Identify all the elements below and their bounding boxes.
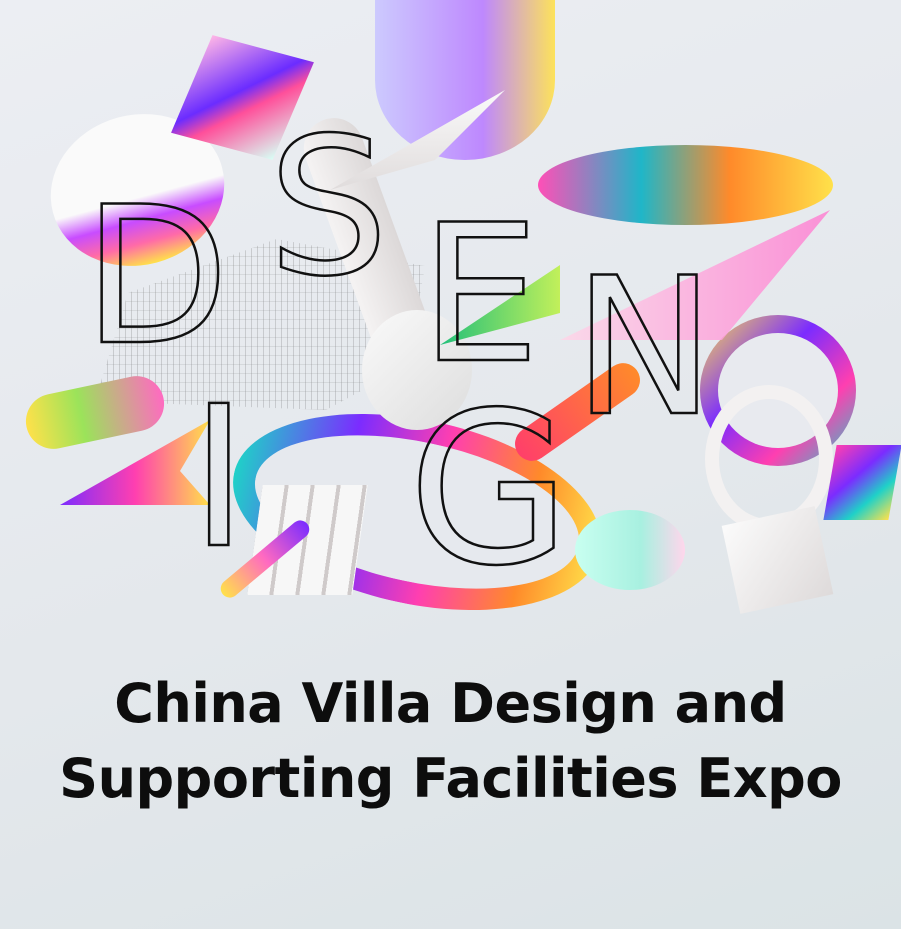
- title-line-2: Supporting Facilities Expo: [59, 747, 842, 810]
- gradient-cube-shape: [823, 445, 901, 520]
- half-cylinder-shape: [362, 310, 472, 430]
- panels-shape: [247, 485, 368, 595]
- letter-d: D: [82, 166, 231, 387]
- letter-i: I: [189, 364, 249, 591]
- title-line-1: China Villa Design and: [114, 672, 787, 735]
- design-artwork: D S E N I G: [20, 0, 901, 641]
- mint-disk-shape: [575, 510, 685, 590]
- letter-e: E: [419, 184, 542, 405]
- letter-g: G: [407, 367, 572, 612]
- white-cube-shape: [721, 506, 834, 614]
- cone-shape: [375, 0, 555, 160]
- ellipse-disk-shape: [538, 145, 833, 225]
- letter-s: S: [267, 97, 390, 318]
- letter-n: N: [572, 237, 717, 458]
